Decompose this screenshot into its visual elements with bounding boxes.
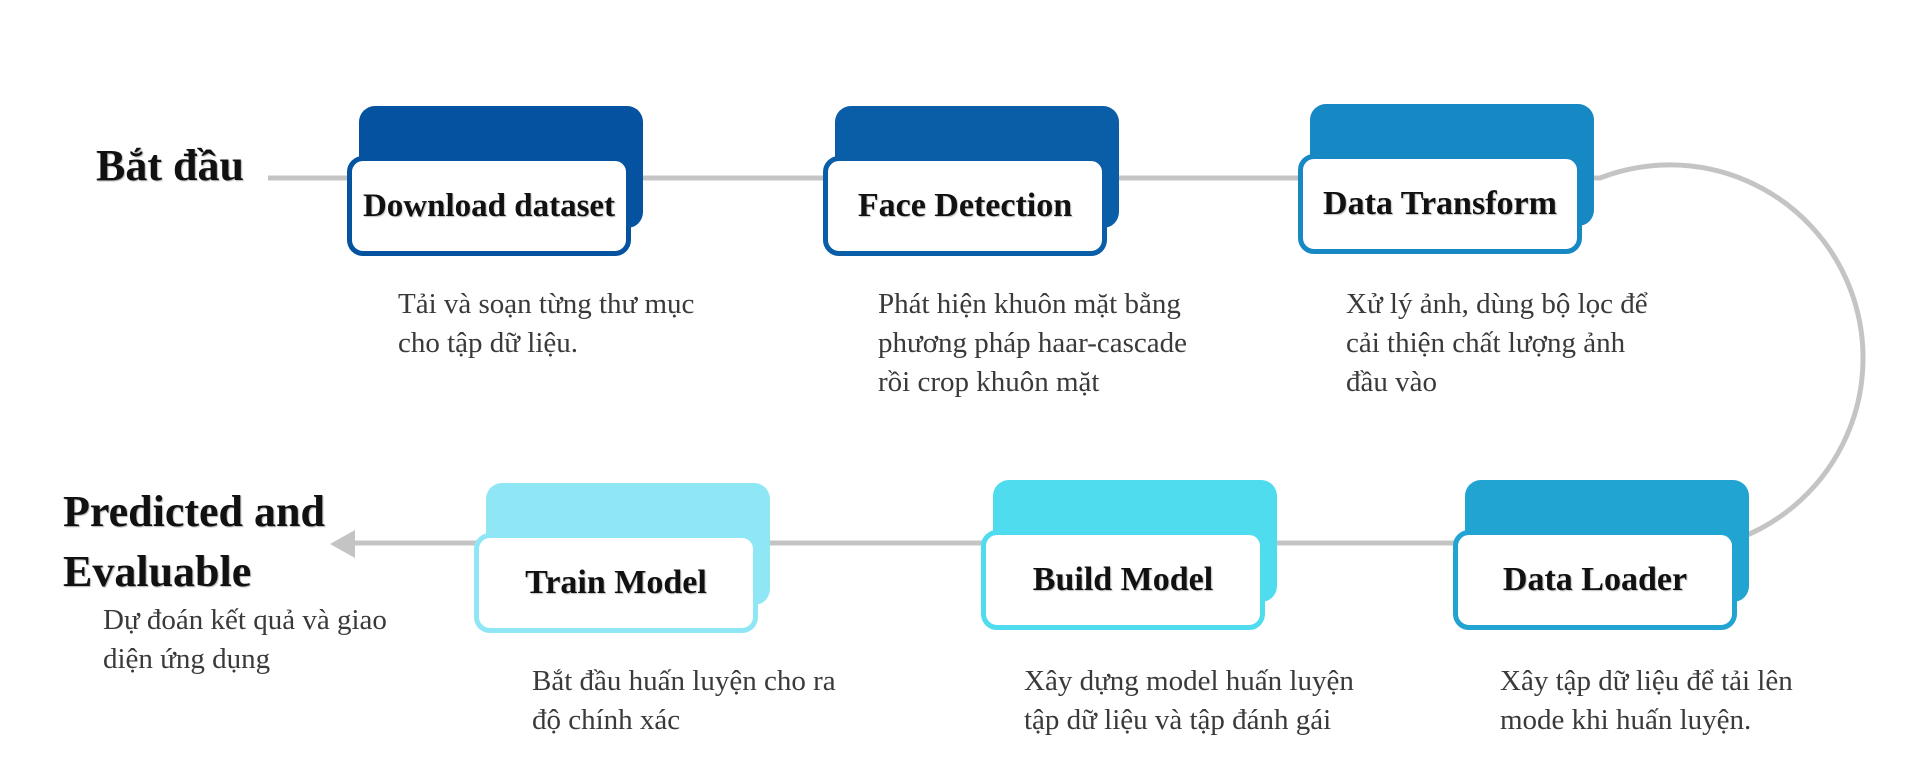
step-train-model-description: Bắt đầu huấn luyện cho ra độ chính xác [532,665,836,736]
step-build-model-description: Xây dựng model huấn luyện tập dữ liệu và… [1024,665,1354,736]
end-title-line2: Evaluable [63,547,252,596]
step-data-loader: Data Loader [1453,480,1749,640]
step-build-model-card: Build Model [981,530,1265,630]
step-face-detection-description: Phát hiện khuôn mặt bằng phương pháp haa… [878,288,1188,398]
step-build-model-title: Build Model [1032,561,1214,598]
arrow-left-icon [330,530,355,558]
step-download-dataset-card: Download dataset [347,156,631,256]
connector-top-line [268,162,1866,541]
step-train-model: Train Model [474,483,770,643]
step-download-dataset-description: Tải và soạn từng thư mục cho tập dữ liệu… [398,288,695,359]
step-face-detection-title: Face Detection [857,187,1073,224]
step-data-loader-title: Data Loader [1502,561,1688,598]
step-data-loader-card: Data Loader [1453,530,1737,630]
start-label: Bắt đầu [96,141,244,190]
end-title-line1: Predicted and [63,487,325,536]
step-data-transform-title: Data Transform [1323,185,1557,222]
step-data-transform-description: Xử lý ảnh, dùng bộ lọc để cải thiện chất… [1346,288,1648,398]
step-data-transform-card: Data Transform [1298,154,1582,254]
step-build-model: Build Model [981,480,1277,640]
step-train-model-title: Train Model [525,564,707,601]
step-face-detection: Face Detection [823,106,1119,266]
step-download-dataset: Download dataset [347,106,643,266]
step-train-model-card: Train Model [474,533,758,633]
step-data-transform: Data Transform [1298,104,1594,264]
end-title: Predicted and Evaluable [63,482,325,602]
end-description: Dự đoán kết quả và giao diện ứng dụng [103,604,387,675]
step-data-loader-description: Xây tập dữ liệu để tải lên mode khi huấn… [1500,665,1793,736]
step-face-detection-card: Face Detection [823,156,1107,256]
step-download-dataset-title: Download dataset [362,187,616,224]
